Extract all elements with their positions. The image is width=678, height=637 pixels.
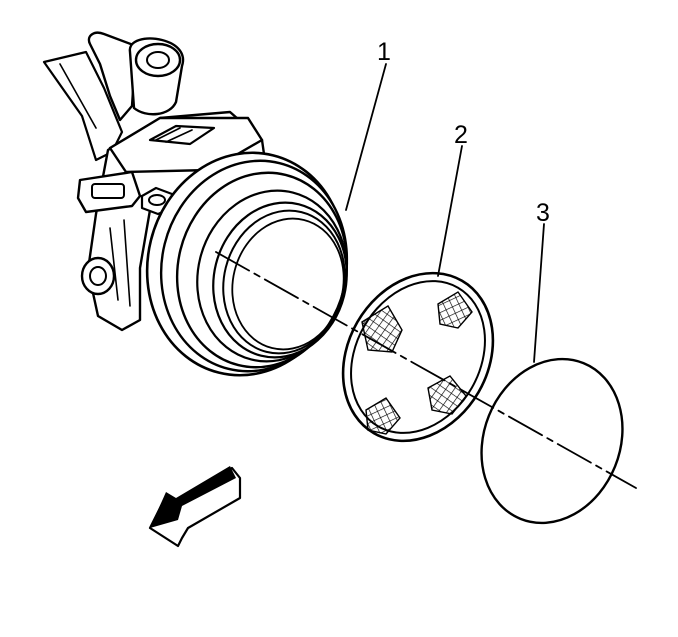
screen-mesh-patch [365, 397, 401, 435]
sensor-inlet-flange [145, 151, 349, 377]
assembly-centerline [215, 251, 637, 489]
leader-line-3 [533, 223, 545, 363]
callout-2-label: 2 [454, 121, 468, 149]
front-direction-arrow-icon [148, 466, 242, 548]
screen-mesh-patch [437, 291, 473, 329]
callout-3-label: 3 [536, 199, 550, 227]
callout-leaders [345, 63, 545, 363]
screen-mesh-patch [427, 375, 467, 415]
callout-labels: 1 2 3 [377, 38, 550, 227]
leader-line-2 [437, 145, 463, 277]
leader-line-1 [345, 63, 387, 211]
callout-1-label: 1 [377, 38, 391, 66]
